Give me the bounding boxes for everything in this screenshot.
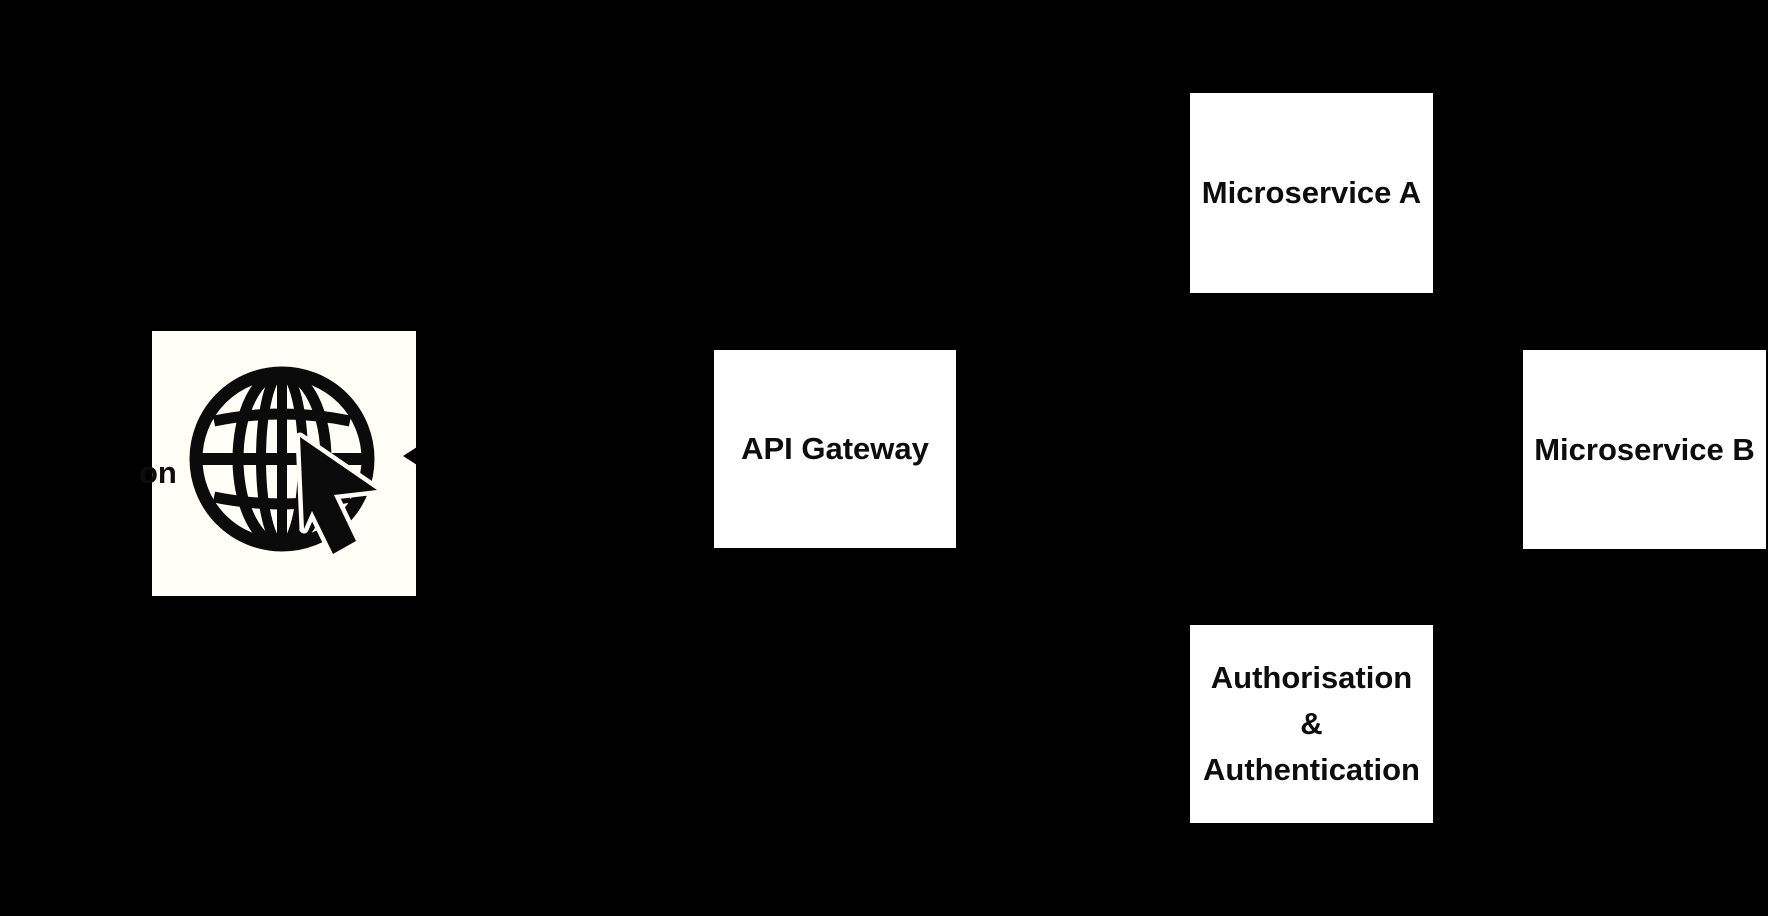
auth-node: Authorisation & Authentication bbox=[1190, 625, 1433, 823]
api-gateway-label: API Gateway bbox=[741, 431, 929, 466]
microservice-a-node: Microservice A bbox=[1190, 93, 1433, 293]
microservice-b-label: Microservice B bbox=[1534, 431, 1755, 467]
globe-with-cursor-icon bbox=[189, 366, 382, 559]
left-arrowhead-icon bbox=[403, 447, 417, 465]
auth-label-line-3: Authentication bbox=[1203, 752, 1420, 787]
api-gateway-node: API Gateway bbox=[714, 350, 956, 548]
microservice-b-node: Microservice B bbox=[1523, 350, 1766, 549]
client-label-fragment: on bbox=[139, 455, 177, 490]
cursor-pointer-icon bbox=[295, 432, 382, 559]
auth-label-line-1: Authorisation bbox=[1210, 660, 1413, 695]
client-node bbox=[152, 331, 416, 596]
microservice-a-label: Microservice A bbox=[1201, 175, 1422, 210]
auth-label-line-2: & bbox=[1300, 706, 1323, 741]
